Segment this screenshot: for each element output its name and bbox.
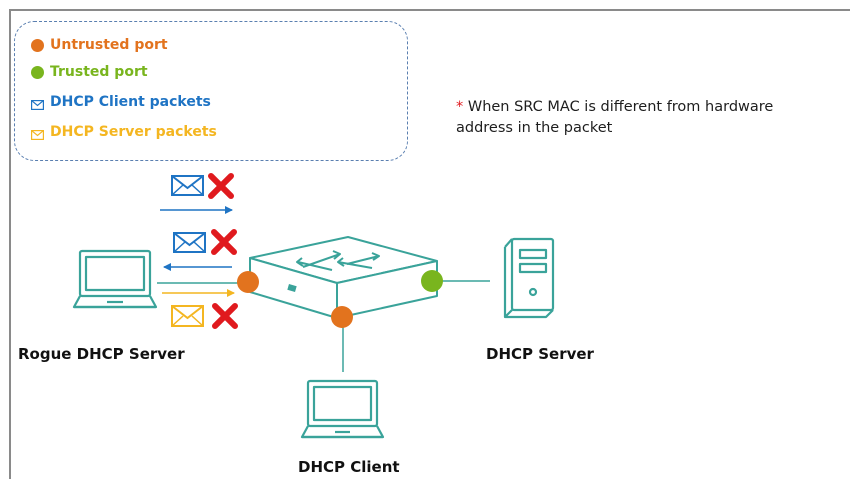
legend-item-trusted: Trusted port (31, 62, 148, 82)
network-switch-icon (249, 236, 438, 319)
client-packet-envelope-icon (173, 232, 206, 253)
blocked-x-icon (211, 229, 237, 255)
trusted-port-server-icon (421, 270, 443, 292)
client-packet-envelope-icon (171, 175, 204, 196)
frame-top-border (9, 9, 850, 11)
server-packet-envelope-icon (171, 305, 204, 327)
legend-client-packets-label: DHCP Client packets (50, 94, 211, 110)
rogue-server-laptop-icon (72, 249, 158, 309)
blocked-server-packet-flow (162, 289, 238, 329)
dhcp-server-tower-icon (503, 237, 555, 319)
legend-server-packets-label: DHCP Server packets (50, 124, 217, 140)
client-envelope-icon (31, 100, 44, 110)
untrusted-port-rogue-icon (237, 271, 259, 293)
client-laptop-icon (300, 379, 385, 439)
note-line-1: When SRC MAC is different from hardware (463, 99, 774, 115)
legend-untrusted-label: Untrusted port (50, 37, 168, 53)
note-line-2: address in the packet (456, 120, 613, 136)
frame-left-border (9, 9, 11, 479)
blocked-x-icon (208, 173, 234, 199)
untrusted-port-dot-icon (31, 38, 44, 52)
dhcp-server-label: DHCP Server (486, 345, 594, 363)
legend-item-client-packets: DHCP Client packets (31, 92, 211, 112)
legend: Untrusted port Trusted port DHCP Client … (14, 21, 408, 161)
untrusted-port-client-icon (331, 306, 353, 328)
blocked-client-packet-flow-1 (160, 173, 234, 214)
trusted-port-dot-icon (31, 65, 44, 79)
legend-item-server-packets: DHCP Server packets (31, 122, 217, 142)
blocked-x-icon (212, 303, 238, 329)
mac-mismatch-note: * When SRC MAC is different from hardwar… (456, 97, 773, 139)
note-asterisk: * (456, 99, 464, 115)
legend-item-untrusted: Untrusted port (31, 35, 168, 55)
server-envelope-icon (31, 130, 44, 140)
blocked-client-packet-flow-2 (163, 229, 237, 271)
dhcp-client-label: DHCP Client (298, 458, 400, 476)
legend-trusted-label: Trusted port (50, 64, 148, 80)
rogue-dhcp-server-label: Rogue DHCP Server (18, 345, 185, 363)
